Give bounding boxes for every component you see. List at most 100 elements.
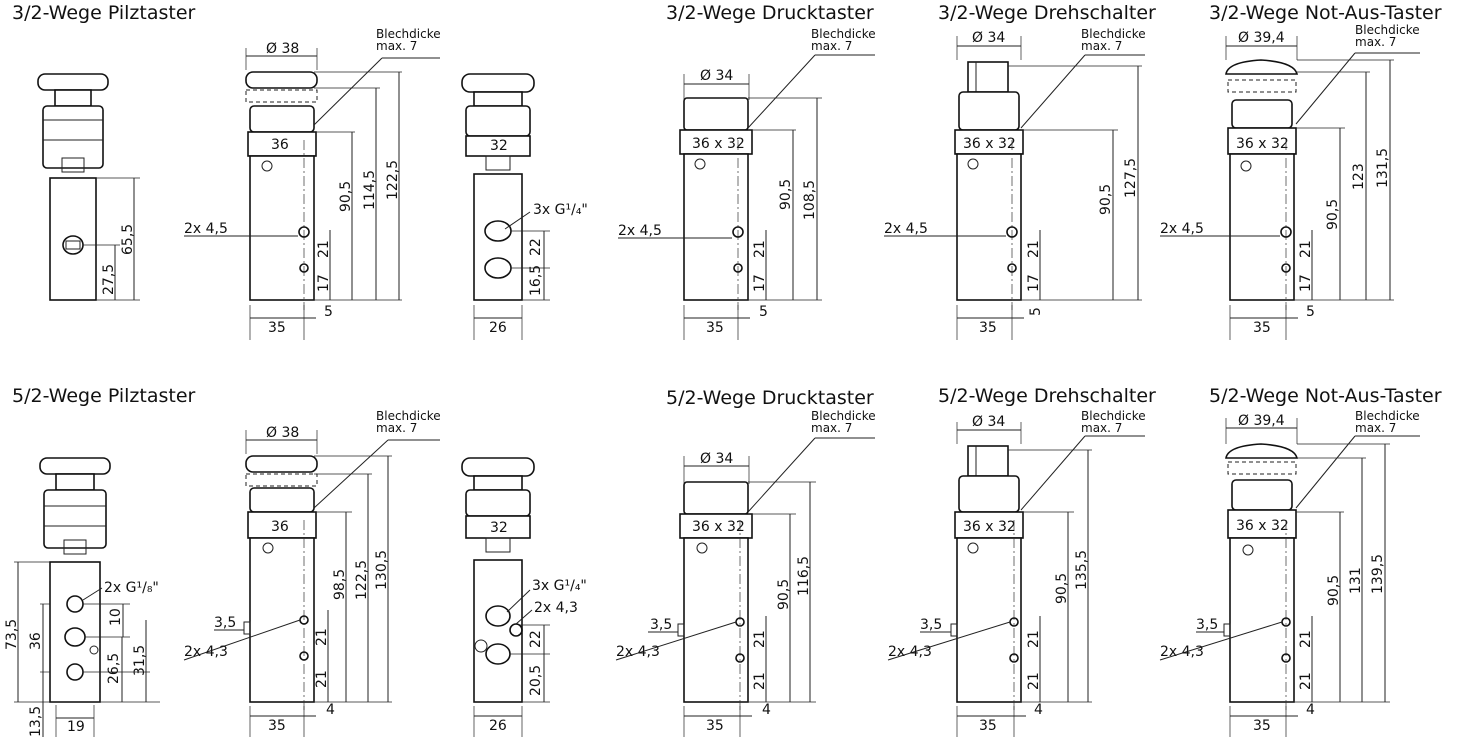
dim-131-5: 131,5 bbox=[1375, 148, 1391, 188]
dim-d34-f: Ø 34 bbox=[972, 414, 1005, 430]
dim-36-v: 36 bbox=[28, 632, 44, 650]
dim-3xg14-b: 3x G¹/₄" bbox=[532, 578, 587, 594]
dim-36x32-c: 36 x 32 bbox=[963, 136, 1016, 152]
r2-pilz-front-view: Ø 38 36 3,5 2x 4,3 98,5 122,5 130,5 21 2… bbox=[183, 409, 441, 737]
dim-21-h: 21 bbox=[752, 672, 768, 690]
dim-d34-c: Ø 34 bbox=[972, 30, 1005, 46]
dim-3-5: 3,5 bbox=[214, 615, 236, 631]
title-52-drucktaster: 5/2-Wege Drucktaster bbox=[666, 387, 874, 409]
dim-21-d: 21 bbox=[1298, 240, 1314, 258]
dim-2x4-5-d: 2x 4,5 bbox=[1160, 221, 1204, 237]
note-blechdicke-f: Blechdicke bbox=[811, 409, 876, 423]
dim-36x32-d: 36 x 32 bbox=[1236, 136, 1289, 152]
dim-2xg18: 2x G¹/₈" bbox=[104, 580, 159, 596]
r1-druck-view: Ø 34 36 x 32 2x 4,5 90,5 108,5 21 17 Ble… bbox=[618, 27, 876, 340]
note-blechdicke-g: Blechdicke bbox=[1081, 409, 1146, 423]
dim-17: 17 bbox=[316, 274, 332, 292]
dim-90-5: 90,5 bbox=[338, 181, 354, 212]
dim-21-f: 21 bbox=[314, 670, 330, 688]
dim-26-5: 26,5 bbox=[106, 653, 122, 684]
r2-pilz-side-view: 2x G¹/₈" 73,5 36 10 26,5 31,5 13,5 19 bbox=[4, 457, 160, 737]
dim-27-5: 27,5 bbox=[101, 264, 117, 295]
dim-b35-d: 35 bbox=[1253, 320, 1271, 336]
dim-21-j: 21 bbox=[1026, 672, 1042, 690]
dim-2x4-3-d: 2x 4,3 bbox=[888, 644, 932, 660]
note-blechdicke-e: Blechdicke bbox=[376, 409, 441, 423]
dim-d38: Ø 38 bbox=[266, 41, 299, 57]
dim-b5-b: 5 bbox=[759, 304, 768, 320]
dim-w32: 32 bbox=[490, 138, 508, 154]
dim-2x4-5-c: 2x 4,5 bbox=[884, 221, 928, 237]
dim-2x4-3-c: 2x 4,3 bbox=[616, 644, 660, 660]
title-32-notaus: 3/2-Wege Not-Aus-Taster bbox=[1209, 2, 1442, 24]
dim-21: 21 bbox=[316, 240, 332, 258]
dim-21-i: 21 bbox=[1026, 630, 1042, 648]
dim-114-5: 114,5 bbox=[362, 170, 378, 210]
note-max7-d: max. 7 bbox=[1355, 35, 1396, 49]
dim-108-5: 108,5 bbox=[802, 180, 818, 220]
dim-17-c: 17 bbox=[1026, 274, 1042, 292]
dim-31-5: 31,5 bbox=[132, 645, 148, 676]
note-max7-c: max. 7 bbox=[1081, 39, 1122, 53]
dim-b35-f: 35 bbox=[706, 718, 724, 734]
dim-135-5: 135,5 bbox=[1074, 550, 1090, 590]
dim-b4-b: 4 bbox=[762, 702, 771, 718]
dim-3-5-d: 3,5 bbox=[1196, 617, 1218, 633]
dim-d39-4: Ø 39,4 bbox=[1238, 30, 1285, 46]
dim-b4: 4 bbox=[326, 702, 335, 718]
r2-pilz-rear-view: 32 3x G¹/₄" 2x 4,3 22 20,5 26 bbox=[461, 457, 587, 737]
title-32-drehschalter: 3/2-Wege Drehschalter bbox=[938, 2, 1156, 24]
dim-98-5: 98,5 bbox=[332, 569, 348, 600]
dim-123: 123 bbox=[1351, 163, 1367, 190]
title-52-drehschalter: 5/2-Wege Drehschalter bbox=[938, 385, 1156, 407]
dim-131: 131 bbox=[1348, 567, 1364, 594]
dim-10: 10 bbox=[108, 608, 124, 626]
note-max7-f: max. 7 bbox=[811, 421, 852, 435]
dim-21-b: 21 bbox=[752, 240, 768, 258]
dim-21-g: 21 bbox=[752, 630, 768, 648]
dim-b35-h: 35 bbox=[1253, 718, 1271, 734]
dim-b35-g: 35 bbox=[979, 718, 997, 734]
dim-b26-b: 26 bbox=[489, 718, 507, 734]
dim-21-l: 21 bbox=[1298, 672, 1314, 690]
dim-21-c: 21 bbox=[1026, 240, 1042, 258]
dim-w36: 36 bbox=[271, 137, 289, 153]
dim-20-5: 20,5 bbox=[528, 665, 544, 696]
dim-127-5: 127,5 bbox=[1123, 158, 1139, 198]
dim-22-b: 22 bbox=[528, 630, 544, 648]
note-blechdicke-h: Blechdicke bbox=[1355, 409, 1420, 423]
dim-122-5: 122,5 bbox=[385, 160, 401, 200]
dim-b5: 5 bbox=[324, 304, 333, 320]
dim-13-5: 13,5 bbox=[28, 706, 44, 737]
dim-3-5-b: 3,5 bbox=[650, 617, 672, 633]
r2-notaus-view: Ø 39,4 36 x 32 3,5 2x 4,3 90,5 131 139,5… bbox=[1159, 409, 1420, 737]
dim-3-5-c: 3,5 bbox=[920, 617, 942, 633]
dim-d34-e: Ø 34 bbox=[700, 451, 733, 467]
dim-122-5-b: 122,5 bbox=[354, 560, 370, 600]
note-blechdicke-c: Blechdicke bbox=[1081, 27, 1146, 41]
dim-130-5: 130,5 bbox=[374, 550, 390, 590]
dim-17-d: 17 bbox=[1298, 274, 1314, 292]
dim-90-5-f: 90,5 bbox=[1054, 573, 1070, 604]
dim-16-5: 16,5 bbox=[528, 265, 544, 296]
r1-notaus-view: Ø 39,4 36 x 32 2x 4,5 90,5 123 131,5 21 … bbox=[1160, 23, 1420, 340]
dim-73-5: 73,5 bbox=[4, 619, 20, 650]
dim-36x32-g: 36 x 32 bbox=[1236, 518, 1289, 534]
dim-b26: 26 bbox=[489, 320, 507, 336]
note-blechdicke-b: Blechdicke bbox=[811, 27, 876, 41]
dim-b5-c: 5 bbox=[1028, 307, 1044, 316]
note-blechdicke: Blechdicke bbox=[376, 27, 441, 41]
dim-b35-c: 35 bbox=[979, 320, 997, 336]
dim-2x4-3: 2x 4,3 bbox=[184, 644, 228, 660]
dim-116-5: 116,5 bbox=[796, 556, 812, 596]
dim-d39-4-b: Ø 39,4 bbox=[1238, 413, 1285, 429]
r1-pilz-front-view: Ø 38 36 2x 4,5 90,5 114,5 122,5 21 17 Bl… bbox=[184, 27, 441, 340]
dim-w36-b: 36 bbox=[271, 519, 289, 535]
dim-90-5-c: 90,5 bbox=[1098, 184, 1114, 215]
dim-b4-c: 4 bbox=[1034, 702, 1043, 718]
dim-b19: 19 bbox=[67, 719, 85, 735]
dim-b5-d: 5 bbox=[1306, 304, 1315, 320]
dim-90-5-g: 90,5 bbox=[1326, 575, 1342, 606]
r1-pilz-side-view: 65,5 27,5 bbox=[37, 73, 140, 301]
